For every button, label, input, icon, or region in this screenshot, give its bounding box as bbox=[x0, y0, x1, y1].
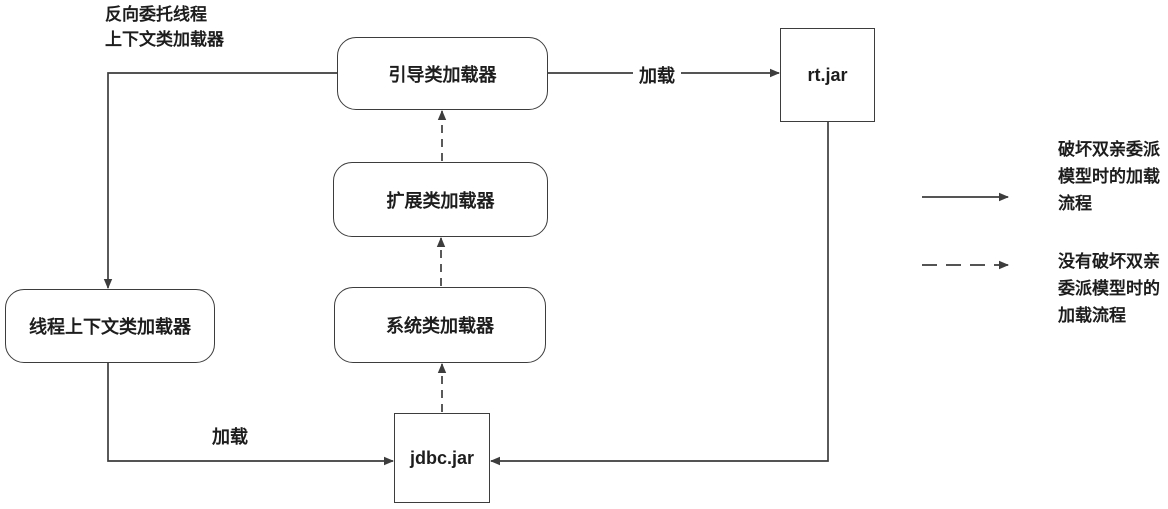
node-bootstrap-classloader: 引导类加载器 bbox=[337, 37, 548, 110]
node-extension-classloader-label: 扩展类加载器 bbox=[386, 190, 495, 211]
node-extension-classloader: 扩展类加载器 bbox=[333, 162, 548, 237]
edge-rtjar-to-jdbcjar bbox=[490, 122, 829, 466]
legend-dashed-line-1: 没有破坏双亲 bbox=[1058, 252, 1160, 271]
edge-thread-context-to-jdbcjar bbox=[107, 363, 394, 466]
legend-solid-text: 破坏双亲委派 模型时的加载 流程 bbox=[1058, 136, 1160, 217]
edge-label-load-jdbcjar: 加载 bbox=[212, 427, 248, 447]
edge-bootstrap-to-thread-context bbox=[103, 72, 337, 289]
node-bootstrap-classloader-label: 引导类加载器 bbox=[388, 64, 497, 85]
annotation-line-1: 反向委托线程 bbox=[105, 5, 207, 24]
node-thread-context-classloader-label: 线程上下文类加载器 bbox=[29, 317, 191, 337]
legend-dashed-line-3: 加载流程 bbox=[1058, 306, 1126, 325]
legend-solid-line-2: 模型时的加载 bbox=[1058, 167, 1160, 186]
legend-dashed-text: 没有破坏双亲 委派模型时的 加载流程 bbox=[1058, 248, 1160, 329]
legend-dashed-line-2: 委派模型时的 bbox=[1058, 279, 1160, 298]
node-thread-context-classloader: 线程上下文类加载器 bbox=[5, 289, 215, 363]
node-rt-jar: rt.jar bbox=[780, 28, 875, 122]
legend-solid-line-3: 流程 bbox=[1058, 194, 1092, 213]
annotation-reverse-delegation: 反向委托线程 上下文类加载器 bbox=[105, 2, 224, 52]
node-rt-jar-label: rt.jar bbox=[807, 64, 848, 85]
edge-label-load-rtjar: 加载 bbox=[633, 62, 681, 88]
legend-solid-line-1: 破坏双亲委派 bbox=[1058, 140, 1160, 159]
node-jdbc-jar: jdbc.jar bbox=[394, 413, 490, 503]
node-system-classloader-label: 系统类加载器 bbox=[386, 316, 494, 336]
annotation-line-2: 上下文类加载器 bbox=[105, 30, 224, 49]
node-jdbc-jar-label: jdbc.jar bbox=[409, 447, 475, 468]
node-system-classloader: 系统类加载器 bbox=[334, 287, 546, 363]
